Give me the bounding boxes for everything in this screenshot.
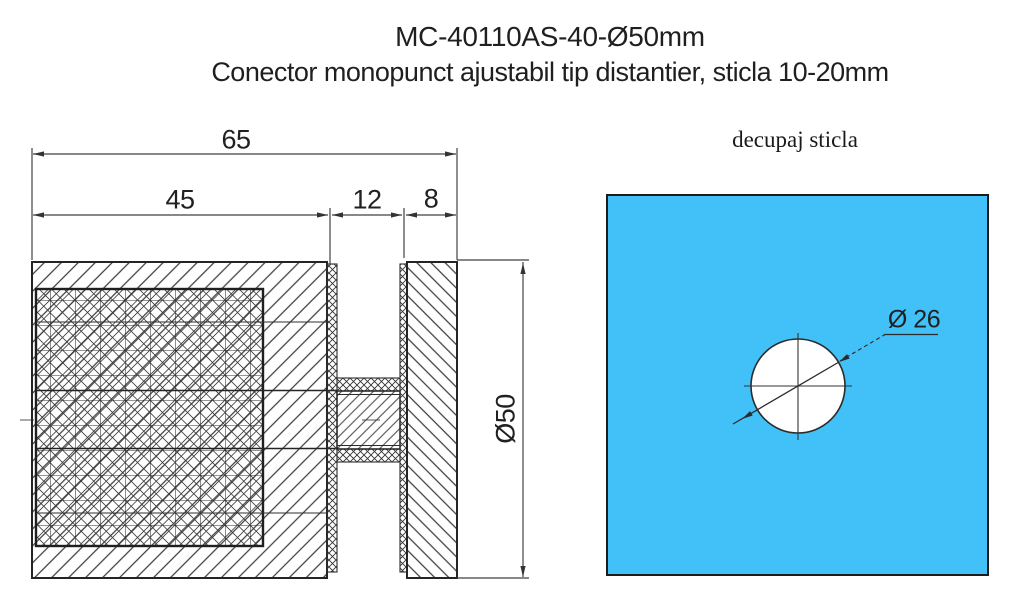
plate-gasket-strip <box>399 263 408 573</box>
dim-adjust-gap-label: 12 <box>352 184 382 215</box>
cover-plate-section <box>406 261 458 579</box>
stem-thread-top <box>336 377 401 392</box>
threaded-stem-section <box>336 377 401 463</box>
page-subtitle: Conector monopunct ajustabil tip distant… <box>211 57 889 87</box>
ext-lines-diameter <box>457 259 529 579</box>
dim-overall-length-label: 65 <box>221 124 251 155</box>
stem-thread-bottom <box>336 448 401 463</box>
page-title: MC-40110AS-40-Ø50mm <box>395 21 705 52</box>
bore-outer-lines <box>36 321 327 514</box>
front-view <box>20 148 529 579</box>
leader-arrows <box>742 354 850 419</box>
stem-core <box>336 390 401 450</box>
body-gasket-strip <box>326 263 338 573</box>
bore-thread-lines <box>36 389 337 450</box>
stem-core-lines <box>337 394 400 446</box>
glass-cutout-caption: decupaj sticla <box>732 127 858 152</box>
dim-outer-diameter-label: Ø50 <box>490 394 521 444</box>
title-block: MC-40110AS-40-Ø50mm Conector monopunct a… <box>76 0 1024 88</box>
threaded-insert-section <box>34 287 265 548</box>
dim-plate-thickness-label: 8 <box>423 183 439 214</box>
dimension-arrows <box>33 151 526 577</box>
dim-body-length-label: 45 <box>165 184 195 215</box>
glass-cutout-view <box>606 194 989 576</box>
hole-diameter-label: Ø 26 <box>887 305 941 334</box>
dimension-lines <box>31 148 529 579</box>
